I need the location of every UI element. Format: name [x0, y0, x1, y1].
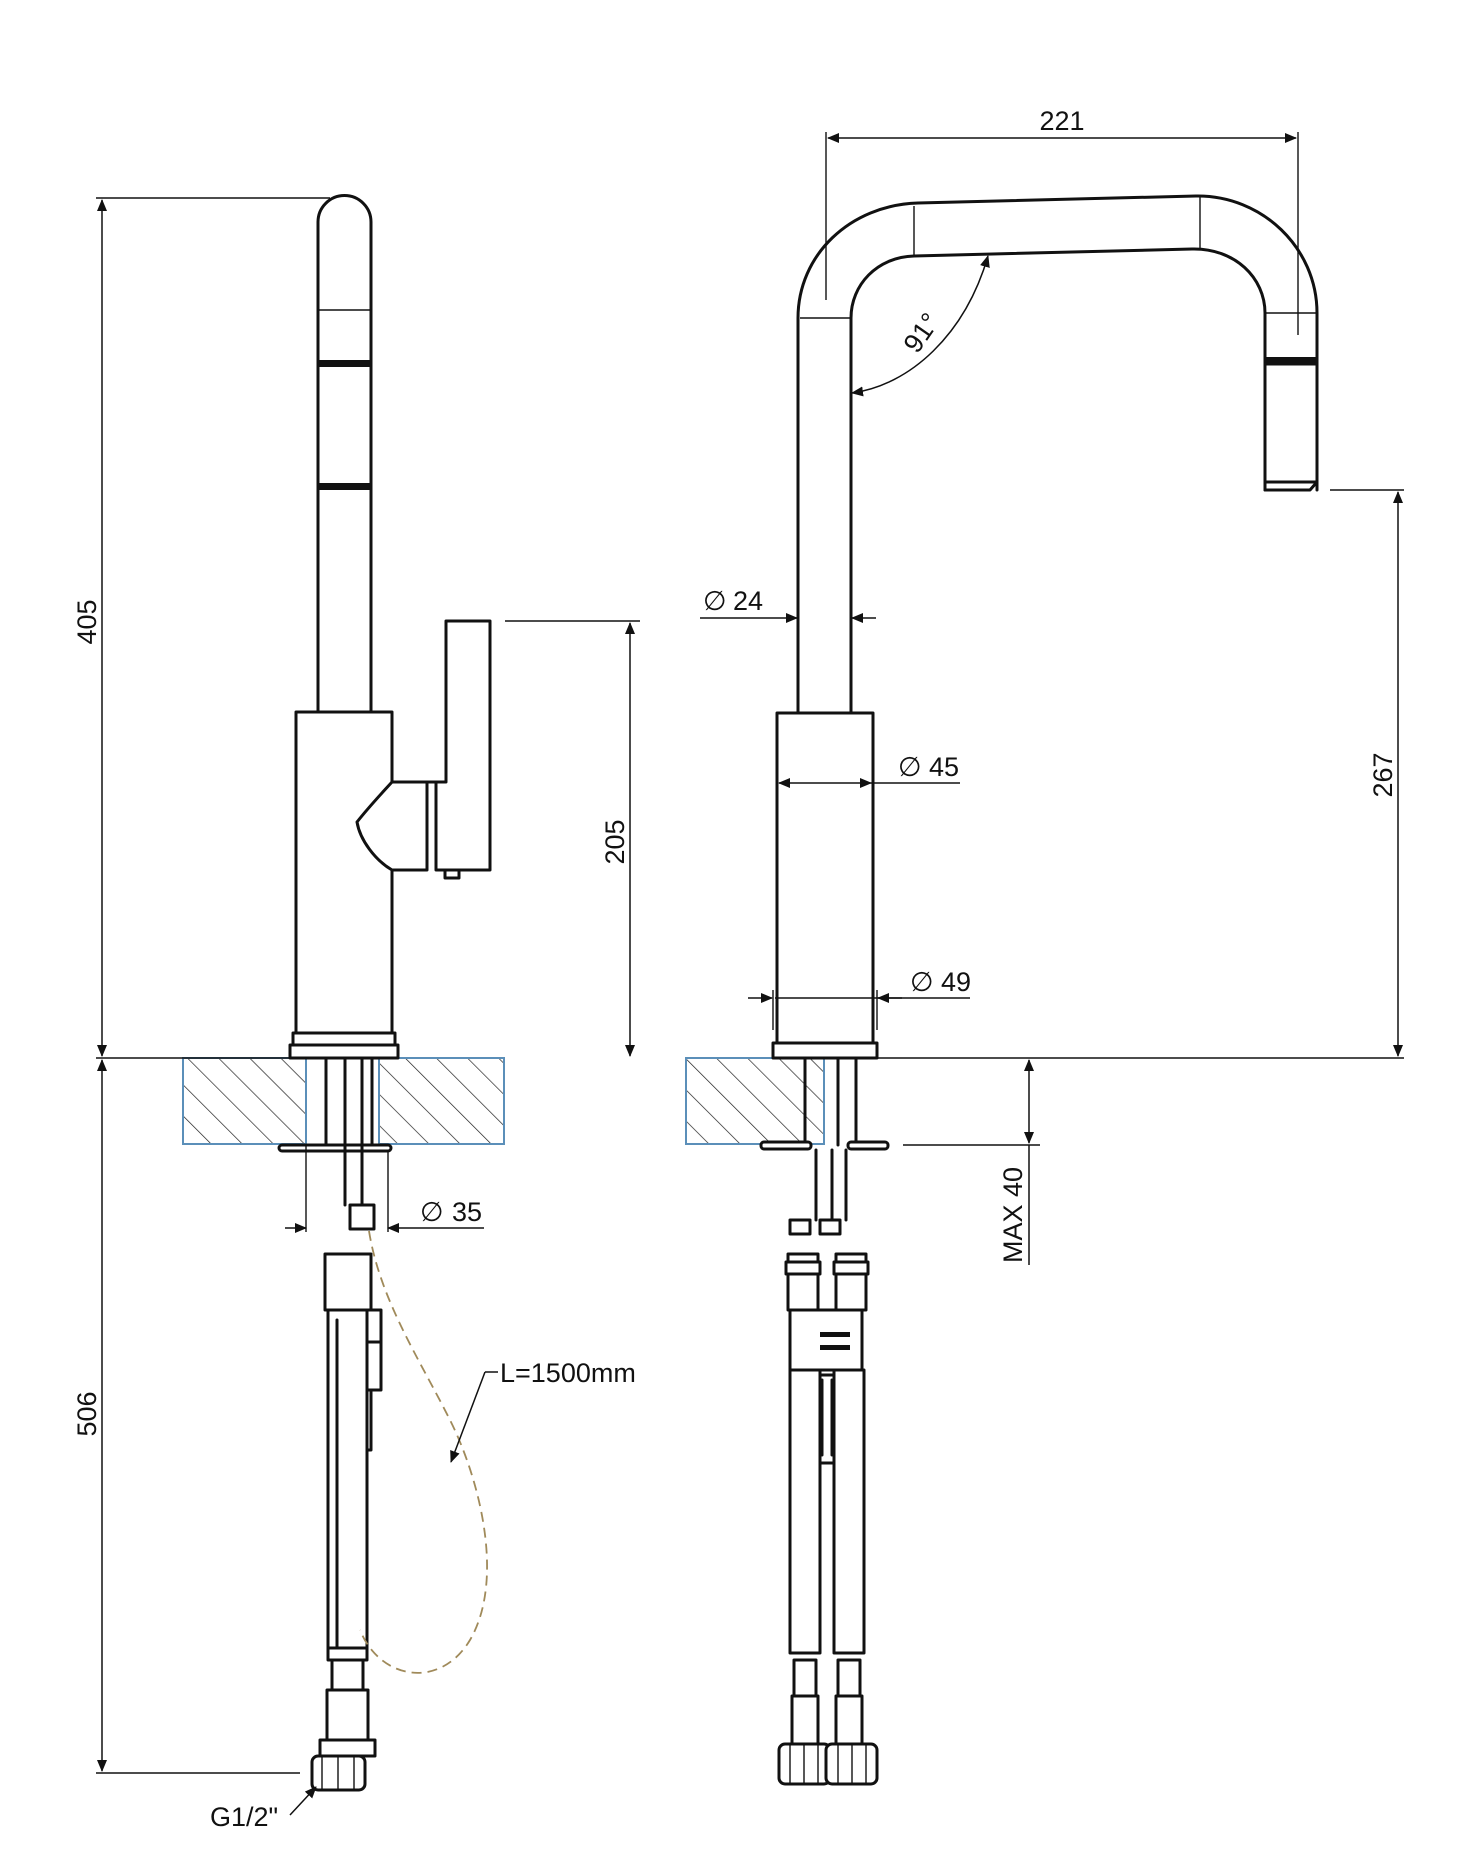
- spout-head: [1263, 362, 1319, 492]
- dim-max-thickness: MAX 40: [998, 1167, 1028, 1263]
- dim-body-diameter: 45: [929, 752, 959, 782]
- mounting-nut: [348, 1203, 376, 1231]
- dim-shank-diameter: 35: [452, 1197, 482, 1227]
- spout-head-band: [1265, 357, 1317, 364]
- dim-lever-height: 205: [600, 819, 630, 864]
- lever-handle: [434, 619, 492, 872]
- dim-base-diameter: 49: [941, 967, 971, 997]
- supply-hose: [326, 1308, 369, 1652]
- dim-connector-thread: G1/2": [210, 1802, 278, 1832]
- body: [294, 710, 394, 1035]
- side-view: 405 506 205 ∅ 35 L=1500mm G1/2": [72, 194, 640, 1832]
- dim-diameter-symbol-24: ∅: [703, 586, 727, 616]
- spout-arc: [796, 194, 1319, 714]
- base-ring: [291, 1031, 397, 1047]
- dim-diameter-symbol-35: ∅: [420, 1197, 444, 1227]
- spout: [316, 194, 373, 715]
- pull-out-hose: [359, 1230, 488, 1674]
- spout-band-lower: [318, 483, 371, 490]
- dim-spout-height: 267: [1368, 752, 1398, 797]
- base-plate: [288, 1043, 400, 1060]
- supply-hose-connector: [325, 1688, 370, 1742]
- dim-spout-angle: 91°: [898, 308, 946, 359]
- countertop-section-front: [685, 1057, 825, 1145]
- dim-diameter-symbol-45: ∅: [898, 752, 922, 782]
- dim-spout-reach: 221: [1039, 106, 1084, 136]
- front-block: [788, 1308, 864, 1372]
- dim-spout-diameter: 24: [733, 586, 763, 616]
- dim-diameter-symbol-49: ∅: [910, 967, 934, 997]
- dim-hose-length: L=1500mm: [500, 1358, 636, 1388]
- countertop-section-left: [182, 1057, 307, 1145]
- front-body: [775, 711, 875, 1045]
- front-view: 221 267 91° ∅ 24 ∅ 45 ∅ 49 MAX 40: [685, 106, 1404, 1786]
- mounting-washer: [277, 1143, 393, 1153]
- dim-total-height: 405: [72, 599, 102, 644]
- countertop-section-right: [378, 1057, 505, 1145]
- dim-under-counter: 506: [72, 1391, 102, 1436]
- spout-band-upper: [318, 360, 371, 367]
- lever-joint: [355, 780, 429, 872]
